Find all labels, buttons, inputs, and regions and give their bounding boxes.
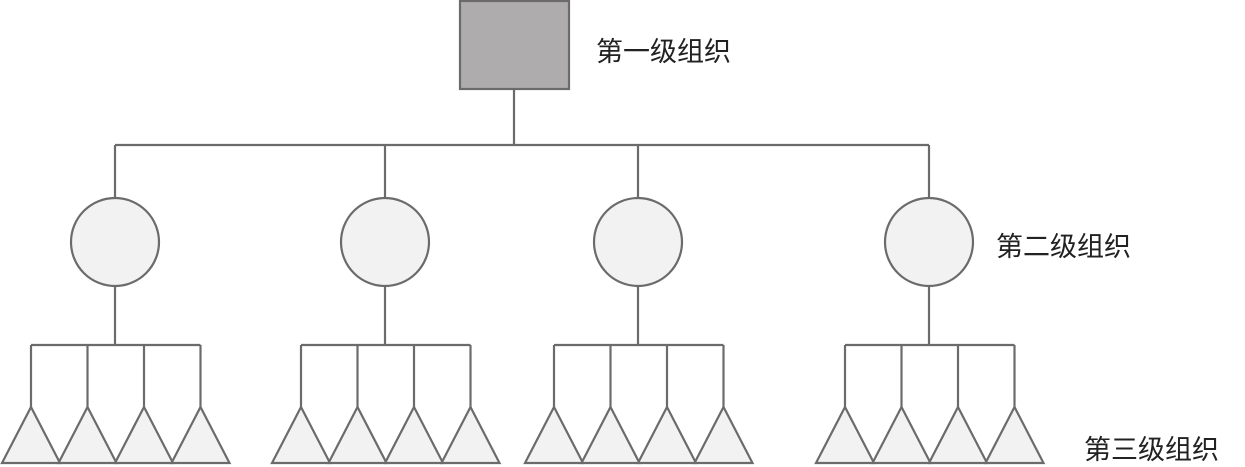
level3-node	[927, 404, 989, 465]
level3-node	[169, 404, 232, 465]
level3-node	[326, 404, 389, 465]
level2-node	[592, 196, 684, 288]
level3-node	[113, 404, 175, 465]
level3-node	[814, 404, 876, 465]
level3-node	[636, 404, 698, 465]
level3-node	[579, 404, 642, 465]
level2-label: 第二级组织	[996, 232, 1131, 263]
level3-node	[692, 404, 755, 465]
level2-node	[339, 196, 431, 288]
level3-node	[983, 404, 1046, 465]
level2-node	[883, 196, 975, 288]
level3-node	[523, 404, 585, 465]
level1-node	[458, 0, 571, 91]
level3-node	[439, 404, 502, 465]
level2-node	[69, 196, 161, 288]
level3-node	[0, 404, 62, 465]
level3-node	[270, 404, 332, 465]
level3-node	[383, 404, 445, 465]
level3-label: 第三级组织	[1084, 435, 1219, 466]
level3-node	[870, 404, 933, 465]
level3-node	[56, 404, 119, 465]
level1-label: 第一级组织	[596, 37, 731, 68]
